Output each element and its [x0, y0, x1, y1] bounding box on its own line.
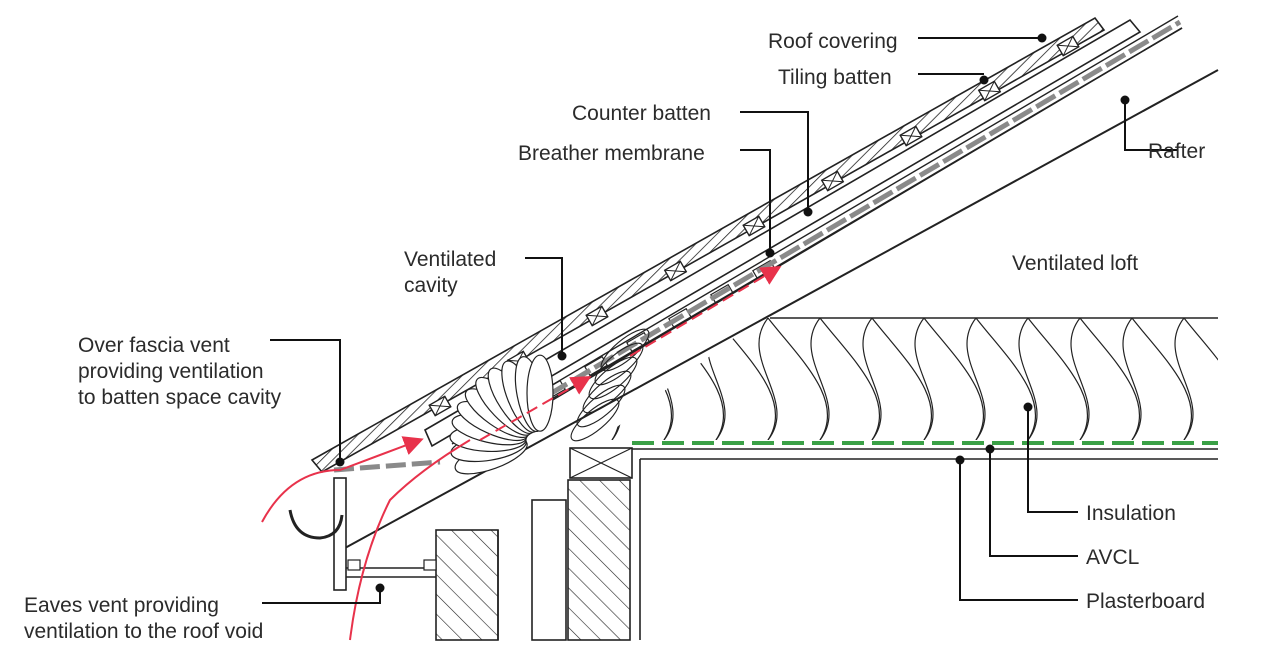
- fascia-and-gutter: [288, 459, 441, 591]
- label-ventilated-cavity-line2: cavity: [404, 274, 458, 297]
- eaves-insulation-loop: [594, 342, 644, 386]
- insulation-fibre: [1174, 318, 1194, 440]
- insulation-fibre: [845, 318, 899, 319]
- insulation-fibre: [966, 318, 986, 440]
- insulation-fibre: [1018, 318, 1038, 440]
- label-insulation: Insulation: [1086, 502, 1176, 525]
- counter-batten: [423, 18, 1142, 448]
- insulation-fibre: [1105, 318, 1159, 319]
- label-over-fascia-line3: to batten space cavity: [78, 386, 282, 409]
- insulation-fibre: [758, 318, 778, 440]
- insulation-fibre: [810, 318, 830, 440]
- eaves-insulation: [449, 328, 650, 475]
- insulation-fibre: [767, 318, 829, 440]
- label-over-fascia-line2: providing ventilation: [78, 360, 264, 383]
- tiling-batten: [742, 215, 766, 237]
- eaves-insulation-loop: [526, 354, 554, 432]
- labels: Roof covering Tiling batten Counter batt…: [24, 30, 1205, 643]
- label-rafter: Rafter: [1148, 140, 1205, 163]
- tiling-batten: [977, 80, 1002, 102]
- insulation-fibre: [1027, 318, 1089, 440]
- leader-lines: [262, 33, 1178, 604]
- insulation-fibre: [819, 318, 881, 440]
- label-over-fascia-line1: Over fascia vent: [78, 334, 230, 357]
- insulation-fibre: [949, 318, 1003, 319]
- loft-insulation: [600, 318, 1280, 440]
- wall-structure: [435, 447, 633, 641]
- insulation-fibre: [1209, 318, 1218, 319]
- insulation-fibre: [975, 318, 1037, 440]
- insulation-fibre: [1183, 318, 1218, 440]
- label-plasterboard: Plasterboard: [1086, 590, 1205, 613]
- eaves-insulation-loop: [570, 398, 620, 442]
- tiling-batten: [899, 125, 923, 147]
- airflow-arrows: [261, 265, 782, 641]
- plasterboard-ceiling: [632, 448, 1218, 640]
- label-eaves-vent-line1: Eaves vent providing: [24, 594, 219, 617]
- label-roof-covering: Roof covering: [768, 30, 898, 53]
- insulation-fibre: [1227, 318, 1245, 440]
- tiling-batten: [428, 395, 452, 417]
- eaves-insulation-loop: [600, 328, 650, 372]
- insulation-fibre: [1131, 318, 1193, 440]
- label-ventilated-loft: Ventilated loft: [1012, 252, 1138, 275]
- label-tiling-batten: Tiling batten: [778, 66, 892, 89]
- insulation-fibre: [897, 318, 951, 319]
- insulation-fibre: [1070, 318, 1090, 440]
- insulation-fibre: [862, 318, 882, 440]
- insulation-fibre: [793, 318, 847, 319]
- label-avcl: AVCL: [1086, 546, 1139, 569]
- insulation-fibre: [914, 318, 934, 440]
- label-ventilated-cavity-line1: Ventilated: [404, 248, 496, 271]
- insulation-fibre: [1157, 318, 1211, 319]
- tiling-batten: [1056, 35, 1080, 57]
- tiling-batten: [820, 170, 845, 192]
- insulation-fibre: [871, 318, 933, 440]
- tiling-batten: [663, 260, 688, 282]
- insulation-fibre: [1001, 318, 1055, 319]
- tiling-batten: [585, 305, 609, 327]
- label-counter-batten: Counter batten: [572, 102, 711, 125]
- insulation-fibre: [1079, 318, 1141, 440]
- insulation-fibre: [706, 318, 726, 440]
- insulation-fibre: [1122, 318, 1142, 440]
- insulation-fibre: [1236, 318, 1280, 440]
- insulation-fibre: [923, 318, 985, 440]
- insulation-fibre: [1053, 318, 1107, 319]
- label-breather-membrane: Breather membrane: [518, 142, 705, 165]
- eaves-insulation-loop: [576, 384, 626, 428]
- label-eaves-vent-line2: ventilation to the roof void: [24, 620, 263, 643]
